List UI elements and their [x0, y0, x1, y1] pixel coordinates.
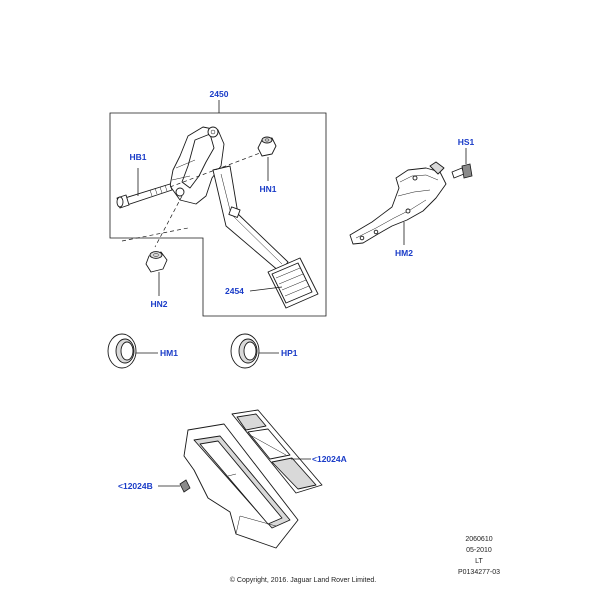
callout-hp1[interactable]: HP1	[281, 348, 298, 358]
callout-12024b[interactable]: <12024B	[118, 481, 153, 491]
pedal-housing-12024b	[179, 423, 299, 549]
drawing-date: 05-2010	[466, 547, 492, 554]
nut-hn1	[257, 136, 277, 157]
screw-hs1	[451, 163, 473, 179]
pedal-pad-2454	[267, 257, 319, 309]
pedal-bracket	[169, 126, 225, 205]
drawing-part-ref: P0134277-03	[458, 569, 500, 576]
callout-hn2[interactable]: HN2	[150, 299, 167, 309]
callout-2454[interactable]: 2454	[225, 286, 244, 296]
bolt-hb1	[116, 183, 173, 209]
callout-hm1[interactable]: HM1	[160, 348, 178, 358]
callout-hn1[interactable]: HN1	[259, 184, 276, 194]
grommet-hp1	[230, 333, 260, 369]
grommet-hm1	[107, 333, 137, 369]
heel-mat-hm2	[349, 161, 447, 245]
drawing-variant: LT	[475, 558, 483, 565]
copyright-notice: © Copyright, 2016. Jaguar Land Rover Lim…	[230, 576, 376, 584]
pedal-cover-12024a	[231, 409, 323, 494]
callout-12024a[interactable]: <12024A	[312, 454, 347, 464]
drawing-code: 2060610	[465, 536, 492, 543]
pedal-arm	[212, 165, 289, 273]
assembly-frame-2450	[109, 100, 327, 317]
callout-hb1[interactable]: HB1	[129, 152, 146, 162]
nut-hn2	[145, 251, 168, 273]
callout-hm2[interactable]: HM2	[395, 248, 413, 258]
callout-hs1[interactable]: HS1	[458, 137, 475, 147]
callout-2450[interactable]: 2450	[210, 89, 229, 99]
